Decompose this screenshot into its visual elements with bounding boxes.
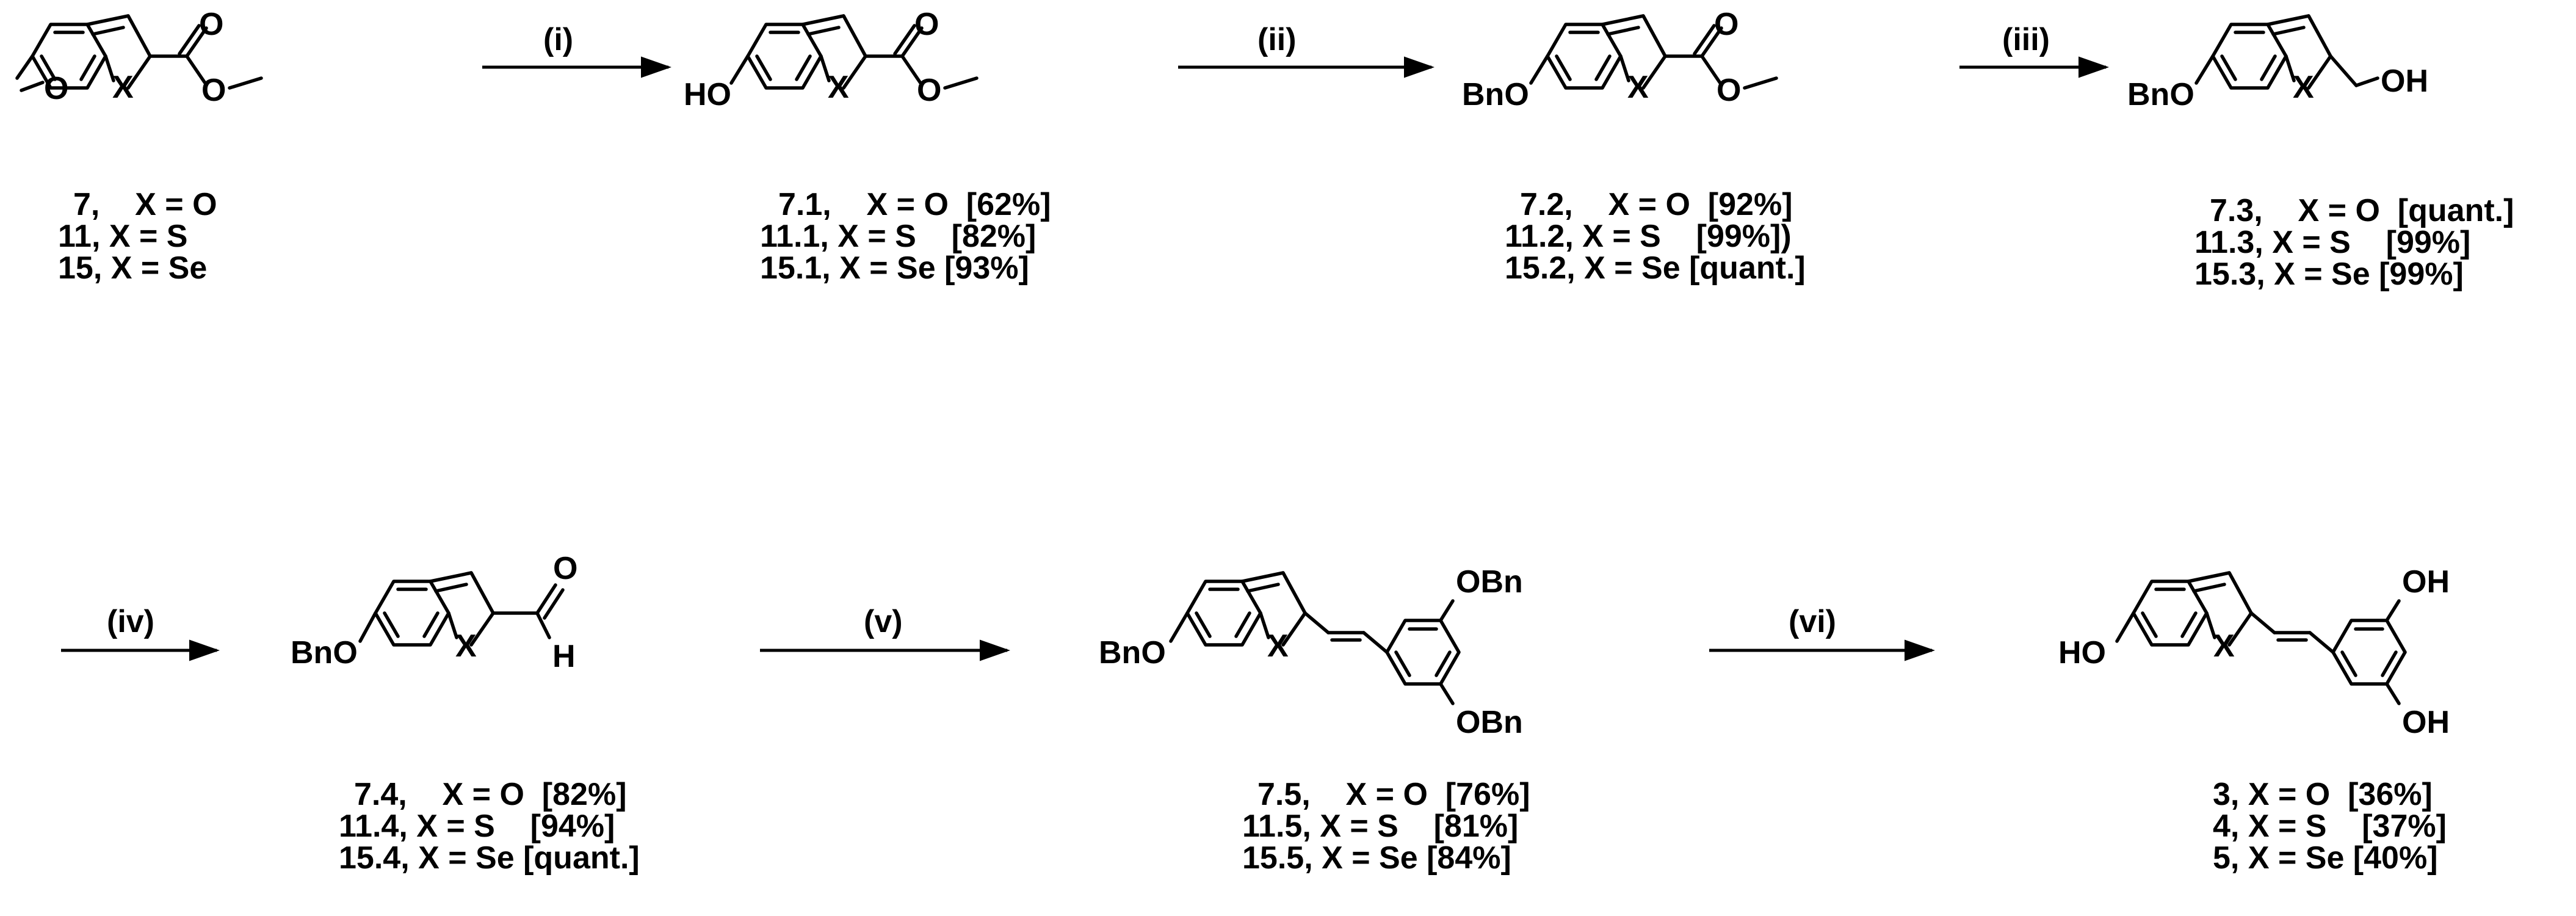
- compound-7-structure: X O O O: [15, 7, 261, 108]
- caption-compound-7-5: 7.5, X = O [76%] 11.5, X = S [81%] 15.5,…: [1242, 777, 1530, 876]
- hydroxy-label-top: OH: [2402, 564, 2450, 600]
- caption-line: 11.4, X = S [94%]: [339, 809, 615, 844]
- compound-7-2-structure: X O O BnO: [1462, 7, 1776, 112]
- ring-heteroatom-label: X: [2213, 628, 2235, 664]
- caption-line: 7, X = O: [73, 187, 217, 222]
- caption-line: 5, X = Se [40%]: [2213, 840, 2438, 876]
- alcohol-oh-label: OH: [2381, 64, 2428, 99]
- ring-heteroatom-label: X: [455, 628, 477, 664]
- caption-compound-7: 7, X = O 11, X = S 15, X = Se: [58, 187, 217, 286]
- caption-line: 11.1, X = S [82%]: [760, 219, 1036, 254]
- caption-line: 3, X = O [36%]: [2213, 777, 2433, 812]
- caption-compound-7-1: 7.1, X = O [62%] 11.1, X = S [82%] 15.1,…: [760, 187, 1051, 286]
- compound-7-3-structure: X OH BnO: [2127, 16, 2428, 112]
- caption-compound-3: 3, X = O [36%] 4, X = S [37%] 5, X = Se …: [2213, 777, 2447, 876]
- step-label-i: (i): [543, 22, 573, 57]
- ester-o-label: O: [201, 73, 226, 108]
- ring-heteroatom-label: X: [112, 70, 134, 105]
- ring-heteroatom-label: X: [1267, 628, 1289, 664]
- ester-o-label: O: [917, 73, 941, 108]
- compound-7-1-structure: X O O HO: [684, 7, 977, 112]
- benzyloxy-label-bottom: OBn: [1456, 705, 1523, 740]
- caption-compound-7-4: 7.4, X = O [82%] 11.4, X = S [94%] 15.4,…: [339, 777, 640, 876]
- caption-line: 11.3, X = S [99%]: [2194, 225, 2470, 260]
- aldehyde-o-label: O: [553, 551, 577, 586]
- ring-heteroatom-label: X: [2293, 70, 2314, 105]
- hydroxy-label: HO: [2058, 635, 2106, 671]
- aldehyde-h-label: H: [552, 639, 576, 674]
- step-label-vi: (vi): [1789, 604, 1836, 639]
- carbonyl-o-label: O: [199, 7, 223, 42]
- ring-heteroatom-label: X: [1627, 70, 1649, 105]
- benzyloxy-label: BnO: [1099, 635, 1166, 671]
- benzyloxy-label: BnO: [2127, 77, 2194, 112]
- caption-compound-7-2: 7.2, X = O [92%] 11.2, X = S [99%]) 15.2…: [1505, 187, 1806, 286]
- methoxy-o-label: O: [44, 71, 68, 106]
- caption-compound-7-3: 7.3, X = O [quant.] 11.3, X = S [99%] 15…: [2194, 193, 2514, 292]
- caption-line: 11.2, X = S [99%]): [1505, 219, 1792, 254]
- benzyloxy-label-top: OBn: [1456, 564, 1523, 600]
- caption-line: 7.5, X = O [76%]: [1257, 777, 1530, 812]
- benzyloxy-label: BnO: [1462, 77, 1529, 112]
- step-label-v: (v): [864, 604, 903, 639]
- compound-7-5-structure: X OBn OBn BnO: [1099, 564, 1523, 740]
- carbonyl-o-label: O: [914, 7, 939, 42]
- step-label-iii: (iii): [2002, 22, 2050, 57]
- caption-line: 15, X = Se: [58, 250, 207, 286]
- caption-line: 7.2, X = O [92%]: [1520, 187, 1793, 222]
- ring-heteroatom-label: X: [828, 70, 849, 105]
- caption-line: 15.4, X = Se [quant.]: [339, 840, 640, 876]
- caption-line: 11, X = S: [58, 219, 188, 254]
- caption-line: 11.5, X = S [81%]: [1242, 809, 1518, 844]
- caption-line: 7.3, X = O [quant.]: [2210, 193, 2514, 228]
- caption-line: 7.4, X = O [82%]: [354, 777, 627, 812]
- caption-line: 15.3, X = Se [99%]: [2194, 256, 2464, 292]
- carbonyl-o-label: O: [1714, 7, 1738, 42]
- caption-line: 4, X = S [37%]: [2213, 809, 2447, 844]
- compound-7-4-structure: X O H BnO: [291, 551, 577, 674]
- hydroxy-label-bottom: OH: [2402, 705, 2450, 740]
- step-label-iv: (iv): [107, 604, 154, 639]
- hydroxy-label: HO: [684, 77, 731, 112]
- caption-line: 15.2, X = Se [quant.]: [1505, 250, 1806, 286]
- step-label-ii: (ii): [1257, 22, 1297, 57]
- benzyloxy-label: BnO: [291, 635, 358, 671]
- caption-line: 7.1, X = O [62%]: [778, 187, 1051, 222]
- ester-o-label: O: [1717, 73, 1741, 108]
- caption-line: 15.5, X = Se [84%]: [1242, 840, 1511, 876]
- caption-line: 15.1, X = Se [93%]: [760, 250, 1029, 286]
- compound-3-structure: X OH OH HO: [2058, 564, 2450, 740]
